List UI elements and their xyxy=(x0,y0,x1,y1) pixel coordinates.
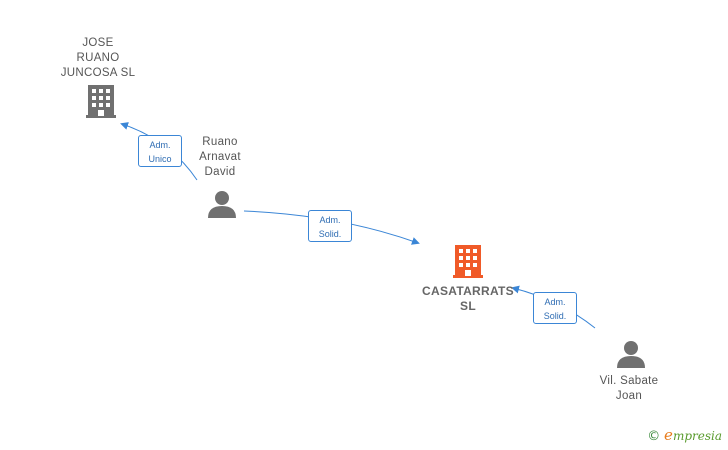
edge-badge-line2: Unico xyxy=(148,154,172,164)
edge-badge-line2: Solid. xyxy=(318,229,342,239)
building-icon-main xyxy=(453,245,483,278)
edge-badge-adm-unico: Adm. Unico xyxy=(138,135,182,167)
brand-name: mpresia xyxy=(672,429,722,443)
edge-badge-adm-solid: Adm. Solid. xyxy=(308,210,352,242)
edge-badge-line1: Adm. xyxy=(149,140,171,150)
edge-badge-line1: Adm. xyxy=(319,215,341,225)
brand-logo: © empresia xyxy=(647,426,722,444)
person-icon xyxy=(617,341,645,368)
building-icon xyxy=(86,85,116,118)
edge-badge-line2: Solid. xyxy=(543,311,567,321)
copyright-icon: © xyxy=(647,429,661,444)
edge-badge-line1: Adm. xyxy=(544,297,566,307)
brand-initial: e xyxy=(664,426,673,444)
node-label-jose-ruano[interactable]: JOSE RUANO JUNCOSA SL xyxy=(60,37,136,79)
edge-badge-adm-solid: Adm. Solid. xyxy=(533,292,577,324)
node-label-casatarrats[interactable]: CASATARRATS SL xyxy=(422,284,514,313)
node-label-ruano-david[interactable]: Ruano Arnavat David xyxy=(199,136,241,178)
person-icon xyxy=(208,191,236,218)
node-label-vil-sabate[interactable]: Vil. Sabate Joan xyxy=(599,375,659,402)
